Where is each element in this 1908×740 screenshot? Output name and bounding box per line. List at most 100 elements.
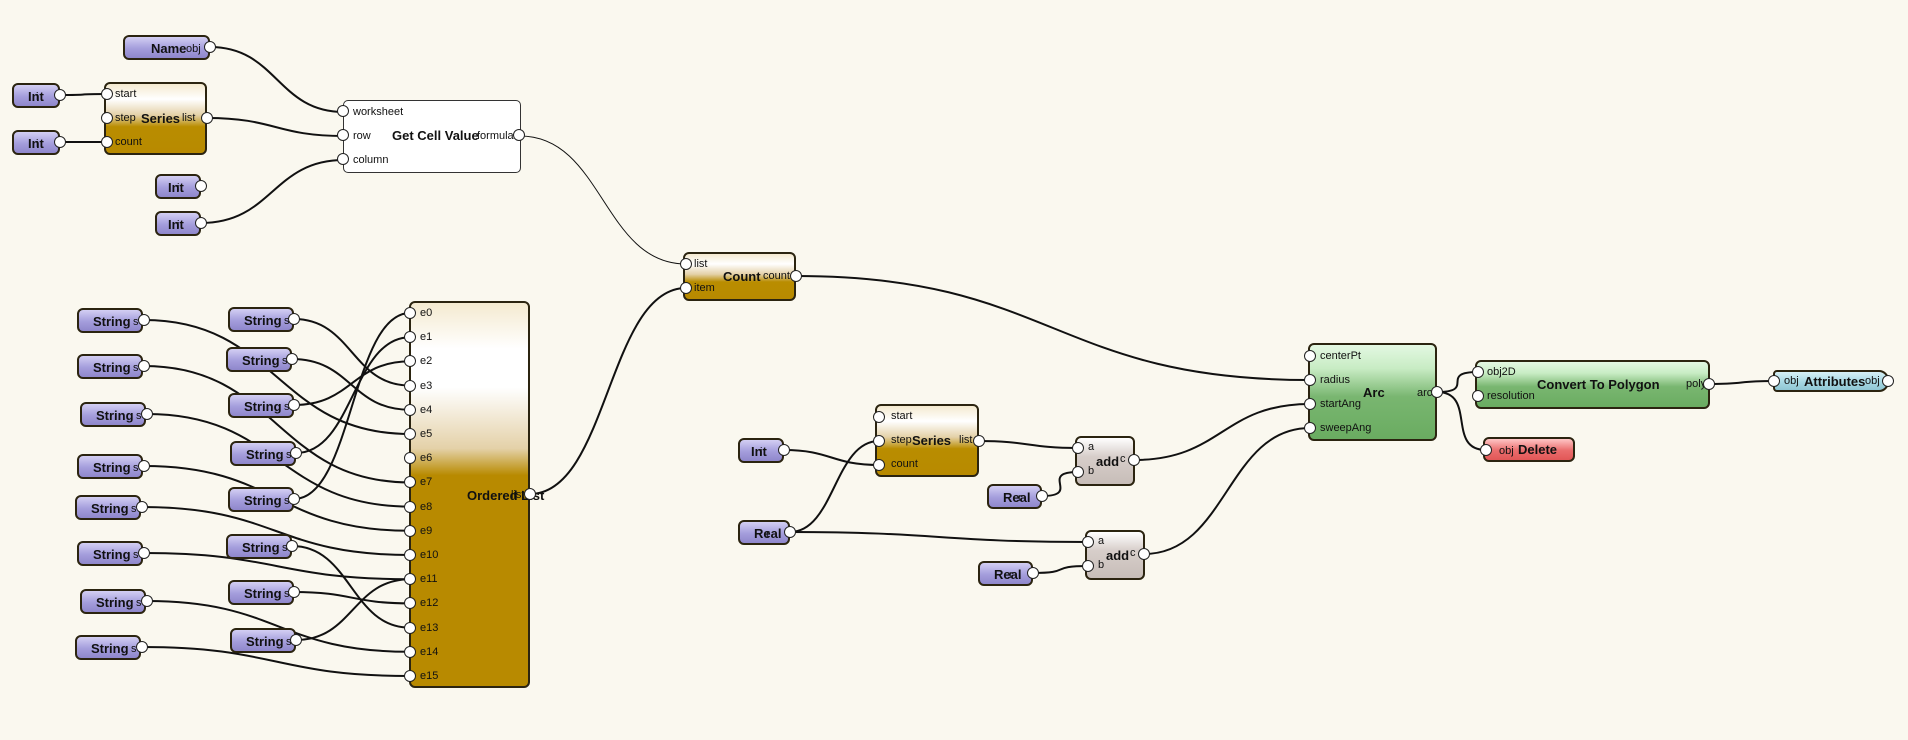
output-port[interactable] xyxy=(138,460,150,472)
worksheet-port[interactable] xyxy=(337,105,349,117)
b-port[interactable] xyxy=(1082,560,1094,572)
connection-wire[interactable] xyxy=(293,591,411,605)
obj2d-port[interactable] xyxy=(1472,366,1484,378)
element-port-4[interactable] xyxy=(404,403,416,416)
connection-wire[interactable] xyxy=(293,312,411,500)
column-port[interactable] xyxy=(337,153,349,165)
connection-wire[interactable] xyxy=(200,159,345,224)
connection-wire[interactable] xyxy=(143,365,411,484)
element-port-2[interactable] xyxy=(404,355,416,368)
output-port[interactable] xyxy=(138,360,150,372)
element-port-1[interactable] xyxy=(404,331,416,344)
centerpt-port[interactable] xyxy=(1304,350,1316,362)
connection-wire[interactable] xyxy=(295,336,411,454)
output-port[interactable] xyxy=(973,435,985,447)
connection-wire[interactable] xyxy=(795,275,1311,381)
output-port[interactable] xyxy=(138,314,150,326)
connection-wire[interactable] xyxy=(789,440,880,533)
output-port[interactable] xyxy=(778,444,790,456)
connection-wire[interactable] xyxy=(1436,371,1479,393)
output-port[interactable] xyxy=(141,408,153,420)
connection-wire[interactable] xyxy=(59,93,108,96)
element-port-9[interactable] xyxy=(404,524,416,537)
element-port-14[interactable] xyxy=(404,645,416,658)
output-port[interactable] xyxy=(1703,378,1715,390)
output-port[interactable] xyxy=(290,634,302,646)
a-port[interactable] xyxy=(1072,442,1084,454)
connection-wire[interactable] xyxy=(529,287,687,495)
output-port[interactable] xyxy=(201,112,213,124)
output-port[interactable] xyxy=(1138,548,1150,560)
element-port-11[interactable] xyxy=(404,573,416,586)
startang-port[interactable] xyxy=(1304,398,1316,410)
connection-wire[interactable] xyxy=(209,46,345,113)
item-port[interactable] xyxy=(680,282,692,294)
count-port[interactable] xyxy=(873,459,885,471)
output-port[interactable] xyxy=(54,136,66,148)
connection-wire[interactable] xyxy=(1041,471,1079,497)
resolution-port[interactable] xyxy=(1472,390,1484,402)
output-port[interactable] xyxy=(286,540,298,552)
element-port-5[interactable] xyxy=(404,428,416,440)
start-port[interactable] xyxy=(101,88,113,100)
output-port[interactable] xyxy=(136,641,148,653)
connection-wire[interactable] xyxy=(141,646,411,677)
sweepang-port[interactable] xyxy=(1304,422,1316,434)
connection-wire[interactable] xyxy=(206,117,345,137)
output-port[interactable] xyxy=(141,595,153,607)
connection-wire[interactable] xyxy=(1133,403,1311,461)
output-port[interactable] xyxy=(195,180,207,192)
output-port[interactable] xyxy=(286,353,298,365)
step-port[interactable] xyxy=(101,112,113,124)
output-port[interactable] xyxy=(513,129,525,141)
connection-wire[interactable] xyxy=(1436,391,1487,451)
start-port[interactable] xyxy=(873,411,885,423)
output-port[interactable] xyxy=(288,399,300,411)
count-port[interactable] xyxy=(101,136,113,148)
connection-wire[interactable] xyxy=(295,578,411,641)
connection-wire[interactable] xyxy=(1032,565,1089,574)
output-port[interactable] xyxy=(1431,386,1443,398)
output-port[interactable] xyxy=(784,526,796,538)
output-port[interactable] xyxy=(204,41,216,53)
connection-wire[interactable] xyxy=(291,545,411,629)
connection-wire[interactable] xyxy=(146,600,411,653)
connection-wire[interactable] xyxy=(1708,380,1775,385)
connection-wire[interactable] xyxy=(143,552,411,581)
input-port[interactable] xyxy=(1768,375,1780,387)
connection-wire[interactable] xyxy=(293,318,411,387)
output-port[interactable] xyxy=(136,501,148,513)
connection-wire[interactable] xyxy=(783,449,880,466)
element-port-7[interactable] xyxy=(404,476,416,489)
element-port-13[interactable] xyxy=(404,621,416,634)
connection-wire[interactable] xyxy=(143,319,411,435)
output-port[interactable] xyxy=(524,488,536,500)
output-port[interactable] xyxy=(790,270,802,282)
list-port[interactable] xyxy=(680,258,692,270)
